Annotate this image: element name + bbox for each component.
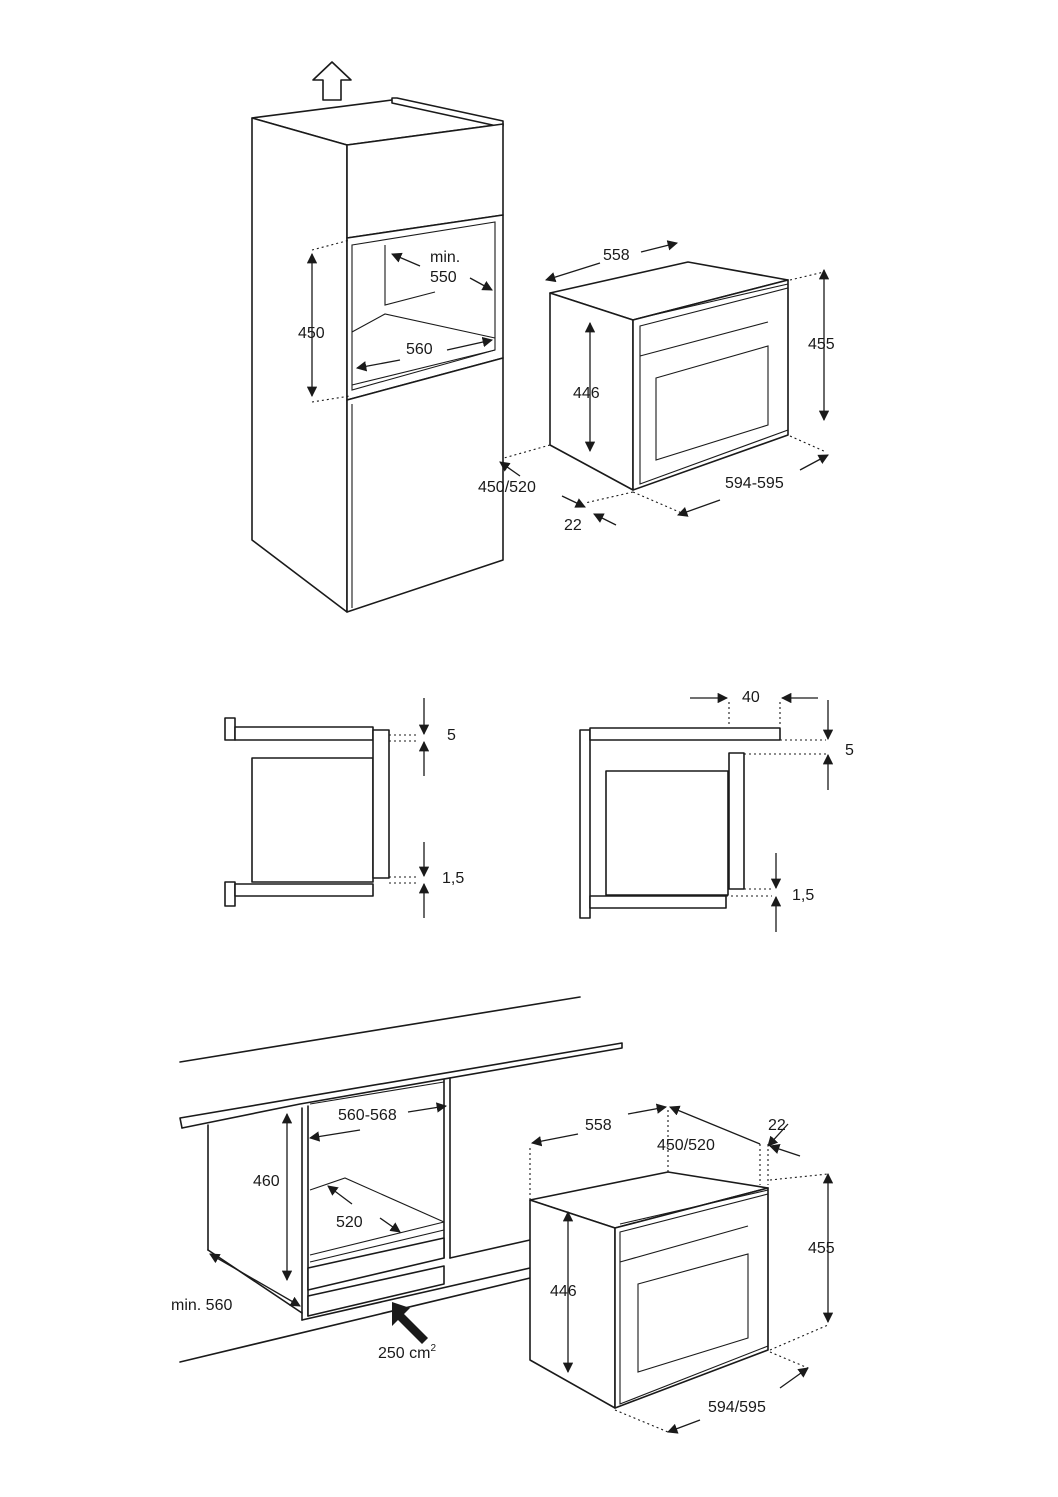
front-22-bottom-label: 22 xyxy=(768,1117,786,1134)
niche-height-450-label: 450 xyxy=(298,325,325,342)
front-width-594-595-label: 594-595 xyxy=(725,475,784,492)
oven-inner-446-label: 446 xyxy=(573,385,600,402)
air-outlet-arrow-icon xyxy=(312,61,352,101)
niche-depth-520-label: 520 xyxy=(336,1214,363,1231)
oven-width-558-label: 558 xyxy=(603,247,630,264)
oven-height-455-bottom-label: 455 xyxy=(808,1240,835,1257)
oven-width-558-bottom-label: 558 xyxy=(585,1117,612,1134)
undercounter-dimensions xyxy=(209,1102,448,1344)
niche-width-560-label: 560 xyxy=(406,341,433,358)
top-figure-dimensions xyxy=(306,239,494,403)
front-width-594-595-bottom-label: 594/595 xyxy=(708,1399,766,1416)
depth-550-label: 550 xyxy=(430,269,457,286)
niche-width-560-568-label: 560-568 xyxy=(338,1107,397,1124)
left-gap-1-5-label: 1,5 xyxy=(442,870,464,887)
right-offset-40-label: 40 xyxy=(742,689,760,706)
oven-top-dimensions xyxy=(499,240,830,526)
left-gap-5-label: 5 xyxy=(447,727,456,744)
min-depth-560-label: min. 560 xyxy=(171,1297,232,1314)
vent-area-label: 250 cm2 xyxy=(378,1343,436,1362)
front-22-label: 22 xyxy=(564,517,582,534)
section-left xyxy=(224,698,430,918)
vent-arrow-icon xyxy=(392,1302,428,1344)
undercounter-cabinet xyxy=(179,996,623,1363)
min-label: min. xyxy=(430,249,460,266)
niche-height-460-label: 460 xyxy=(253,1173,280,1190)
oven-bottom-dimensions xyxy=(529,1103,834,1434)
section-right xyxy=(579,692,834,932)
oven-inner-446-bottom-label: 446 xyxy=(550,1283,577,1300)
depth-450-520-bottom-label: 450/520 xyxy=(657,1137,715,1154)
right-gap-5-label: 5 xyxy=(845,742,854,759)
depth-450-520-label: 450/520 xyxy=(478,479,536,496)
right-gap-1-5-label: 1,5 xyxy=(792,887,814,904)
oven-top xyxy=(549,261,789,491)
oven-height-455-label: 455 xyxy=(808,336,835,353)
oven-bottom xyxy=(529,1171,769,1409)
column-cabinet xyxy=(251,61,504,613)
